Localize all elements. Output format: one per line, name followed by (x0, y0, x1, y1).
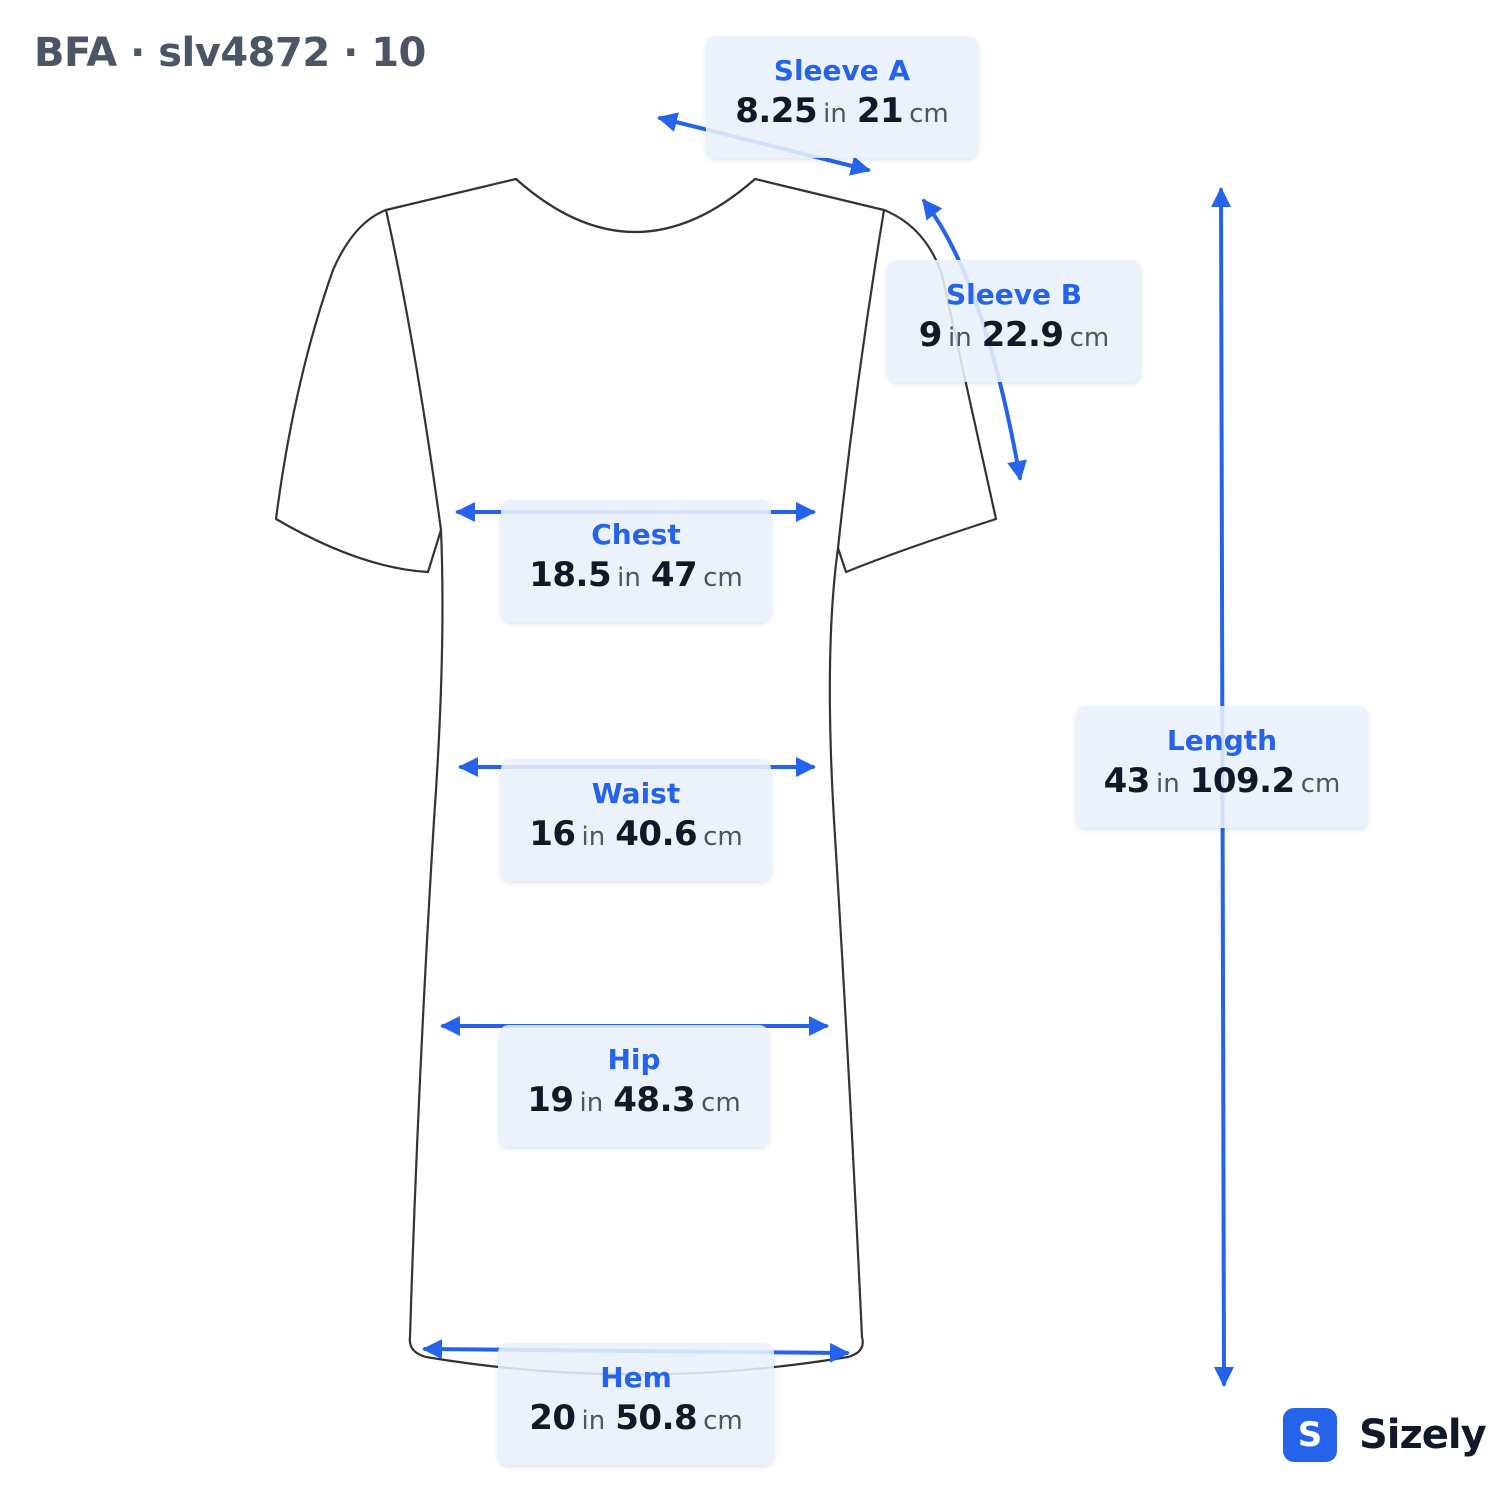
measure-name: Sleeve A (773, 54, 911, 87)
inch-value: 43 (1103, 761, 1151, 801)
inch-unit: in (1155, 769, 1180, 799)
measure-name: Hem (600, 1361, 672, 1394)
cm-value: 48.3 (613, 1080, 696, 1120)
inch-unit: in (617, 563, 641, 593)
measure-name: Hip (607, 1043, 661, 1076)
cm-unit: cm (909, 99, 949, 129)
inch-value: 16 (529, 814, 576, 854)
cm-unit: cm (1300, 769, 1341, 799)
cm-unit: cm (703, 563, 743, 593)
inch-unit: in (581, 1406, 606, 1436)
page-title: BFA · slv4872 · 10 (34, 30, 426, 76)
cm-value: 22.9 (981, 315, 1064, 355)
cm-unit: cm (701, 1088, 741, 1118)
cm-value: 21 (856, 91, 904, 131)
cm-value: 109.2 (1189, 761, 1296, 801)
left-armhole-seam (384, 209, 443, 531)
brand-name: Sizely (1359, 1412, 1487, 1458)
cm-unit: cm (703, 822, 743, 852)
cm-unit: cm (1069, 323, 1110, 353)
cm-unit: cm (703, 1406, 743, 1436)
inch-value: 19 (527, 1080, 574, 1120)
inch-unit: in (579, 1088, 604, 1118)
cm-value: 40.6 (615, 814, 698, 854)
inch-value: 18.5 (529, 555, 612, 595)
measure-name: Waist (591, 777, 681, 810)
inch-value: 8.25 (735, 91, 818, 131)
inch-value: 20 (529, 1398, 576, 1438)
inch-unit: in (823, 99, 847, 129)
brand-logo-icon: S (1283, 1408, 1337, 1462)
right-armhole-seam (836, 209, 886, 549)
inch-unit: in (947, 323, 972, 353)
inch-unit: in (581, 822, 606, 852)
cm-value: 50.8 (615, 1398, 698, 1438)
measure-name: Length (1166, 724, 1278, 757)
inch-value: 9 (918, 315, 943, 355)
measure-name: Chest (591, 518, 681, 551)
measure-name: Sleeve B (945, 278, 1083, 311)
cm-value: 47 (650, 555, 698, 595)
